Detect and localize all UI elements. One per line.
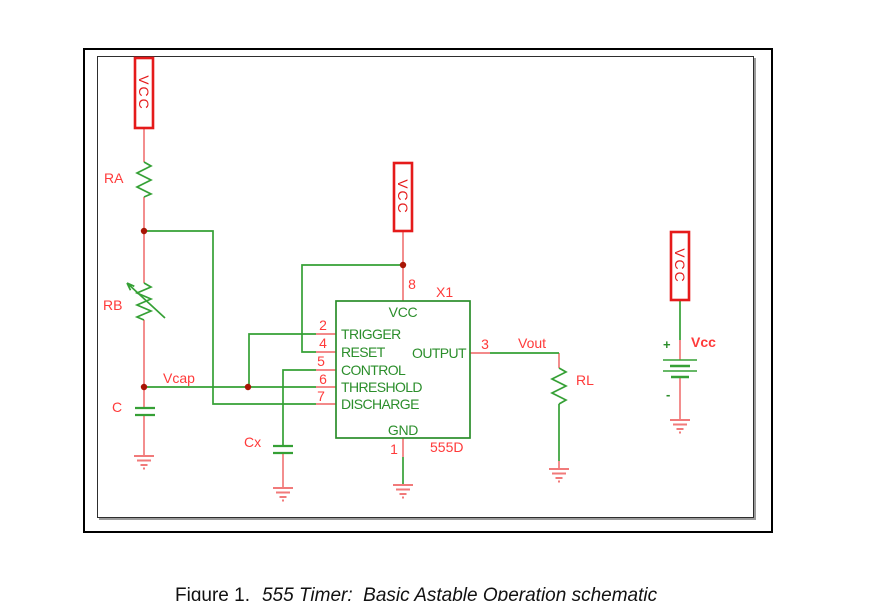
ground-cx (273, 487, 293, 502)
vcc-rail-left (133, 56, 155, 130)
rb-arrow (126, 282, 166, 319)
ic-pin-name-output: OUTPUT (412, 345, 467, 361)
resistor-rl (550, 367, 568, 405)
schematic-sheet (97, 56, 754, 518)
ground-battery (670, 419, 690, 434)
green-wires (144, 230, 681, 485)
capacitor-cx (273, 444, 293, 455)
ic-pin-name-vcc: VCC (388, 304, 418, 320)
junction-dots (140, 227, 407, 391)
ground-c (134, 455, 154, 470)
pin-number-2: 2 (319, 317, 327, 333)
label-cx: Cx (244, 434, 262, 450)
figure-caption: Figure 1. 555 Timer: Basic Astable Operat… (83, 560, 728, 601)
label-battery-vcc: Vcc (691, 334, 716, 350)
pin-number-3: 3 (481, 336, 489, 352)
vcc-rail-center-label: VCC (395, 179, 411, 215)
vcc-rail-left-label: VCC (136, 75, 152, 111)
label-x1: X1 (436, 284, 454, 300)
label-vcap: Vcap (163, 370, 195, 386)
capacitor-c (135, 406, 155, 417)
caption-title-pre: 555 Timer: Basic (261, 585, 415, 601)
ic-pin-name-threshold: THRESHOLD (341, 379, 423, 395)
pin-number-5: 5 (317, 353, 325, 369)
vcc-rail-right-label: VCC (672, 248, 688, 284)
wire-discharge (144, 230, 316, 405)
caption-title-astable: Astable (414, 585, 478, 601)
red-wires (143, 128, 681, 488)
ic-555-body (335, 300, 471, 439)
ground-ic (393, 484, 413, 499)
ic-pin-name-trigger: TRIGGER (341, 326, 401, 342)
battery-vcc-symbol (663, 359, 697, 379)
battery-minus-sign: - (666, 387, 671, 402)
wire-reset-vcc (301, 264, 403, 353)
pin-number-6: 6 (319, 371, 327, 387)
vcc-rail-right (669, 230, 691, 302)
label-rl: RL (576, 372, 594, 388)
label-rb: RB (103, 297, 123, 313)
resistor-ra (135, 161, 154, 198)
pin-number-7: 7 (317, 388, 325, 404)
ground-rl (549, 468, 569, 483)
wire-control-cx (282, 369, 316, 445)
ic-pin-name-control: CONTROL (341, 362, 406, 378)
pin-number-4: 4 (319, 335, 327, 351)
ic-pin-name-gnd: GND (387, 422, 419, 438)
label-ra: RA (104, 170, 124, 186)
pin-number-8: 8 (408, 276, 416, 292)
resistor-rb-variable (126, 282, 166, 321)
ic-pin-name-discharge: DISCHARGE (341, 396, 419, 412)
caption-figure-label: Figure 1. (175, 585, 250, 601)
vcc-rail-center (392, 161, 414, 233)
pin-number-1: 1 (390, 441, 398, 457)
battery-plus-sign: + (663, 337, 671, 352)
caption-title-post: Operation schematic (477, 585, 658, 601)
label-555d: 555D (430, 439, 464, 455)
wire-trigger (248, 333, 316, 387)
label-vout: Vout (518, 335, 547, 351)
label-c: C (112, 399, 123, 415)
ic-pin-name-reset: RESET (341, 344, 385, 360)
